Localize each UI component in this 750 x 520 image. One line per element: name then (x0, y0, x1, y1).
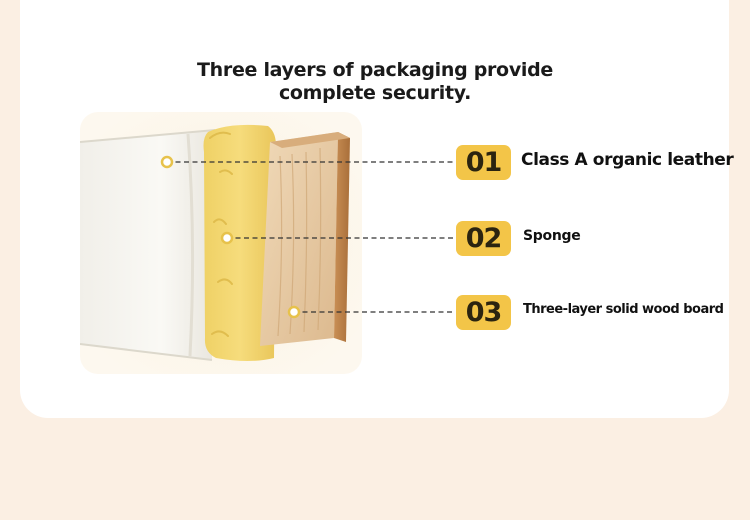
leather-top-edge (80, 129, 216, 143)
wood-grain (277, 147, 322, 337)
page-title: Three layers of packaging provide comple… (0, 59, 750, 105)
layer-number-badge-3: 03 (456, 295, 511, 330)
leather-layer (80, 130, 215, 360)
sponge-texture (209, 131, 233, 337)
sponge-layer (203, 124, 276, 361)
leather-bottom-edge (80, 343, 213, 361)
wood-board-top (270, 132, 350, 148)
layer-label-sponge: Sponge (523, 228, 581, 244)
layer-label-leather: Class A organic leather (521, 150, 734, 170)
page-title-line-2: complete security. (278, 81, 472, 104)
page-title-line-1: Three layers of packaging provide (197, 58, 553, 81)
layer-label-wood-board: Three-layer solid wood board (523, 302, 724, 317)
leather-side-fold (186, 133, 195, 357)
wood-board-side (334, 132, 350, 342)
layer-number-badge-1: 01 (456, 145, 511, 180)
packaging-layers-illustration (80, 112, 362, 374)
layer-number-badge-2: 02 (456, 221, 511, 256)
wood-board-front (260, 132, 338, 346)
